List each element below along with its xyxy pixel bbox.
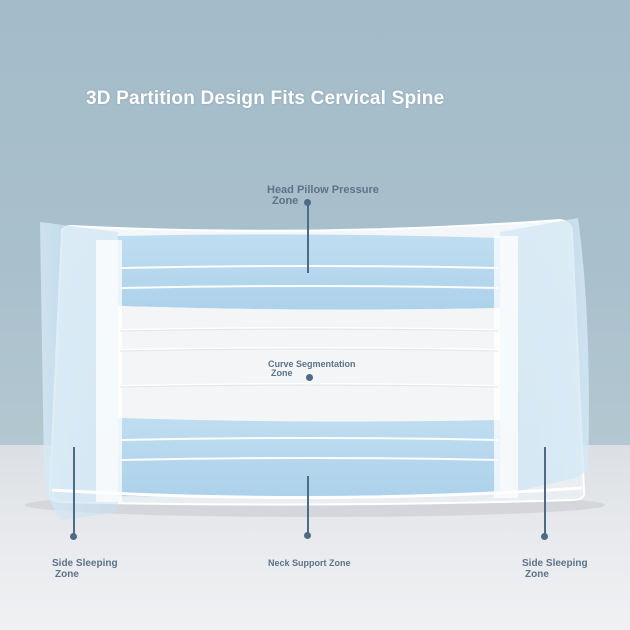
- right-side-zone-overlay: [500, 218, 589, 495]
- page-title: 3D Partition Design Fits Cervical Spine: [86, 88, 445, 109]
- side-right-label: Side Sleeping Zone: [522, 558, 588, 580]
- side-left-marker-dot: [70, 533, 77, 540]
- pillow-seams: [119, 265, 499, 461]
- head-zone-label-line1: Head Pillow Pressure: [267, 184, 379, 196]
- head-zone-marker-dot: [304, 199, 311, 206]
- head-zone-label: Head Pillow Pressure Zone: [267, 185, 379, 207]
- pillow-seam-shadows: [119, 328, 499, 388]
- head-zone-overlay: [118, 234, 500, 310]
- pillow-bottom-edge: [51, 486, 583, 500]
- curve-zone-marker-dot: [306, 374, 313, 381]
- head-zone-marker-line: [307, 203, 309, 273]
- neck-zone-label: Neck Support Zone: [268, 558, 351, 568]
- side-right-label-line2: Zone: [525, 569, 549, 580]
- side-left-label: Side Sleeping Zone: [52, 558, 118, 580]
- right-partition-column: [494, 236, 518, 498]
- curve-zone-label-line2: Zone: [271, 368, 293, 378]
- left-partition-column: [96, 240, 122, 502]
- side-right-marker-line: [544, 447, 546, 537]
- side-right-label-line1: Side Sleeping: [522, 558, 588, 569]
- side-left-label-line1: Side Sleeping: [52, 558, 118, 569]
- curve-zone-band: [118, 306, 500, 422]
- side-left-label-line2: Zone: [55, 569, 79, 580]
- neck-zone-marker-line: [307, 476, 309, 536]
- head-zone-label-line2: Zone: [272, 195, 299, 207]
- side-left-marker-line: [73, 447, 75, 537]
- neck-zone-marker-dot: [304, 532, 311, 539]
- side-right-marker-dot: [541, 533, 548, 540]
- curve-zone-label: Curve Segmentation Zone: [268, 360, 356, 378]
- curve-zone-label-line1: Curve Segmentation: [268, 359, 356, 369]
